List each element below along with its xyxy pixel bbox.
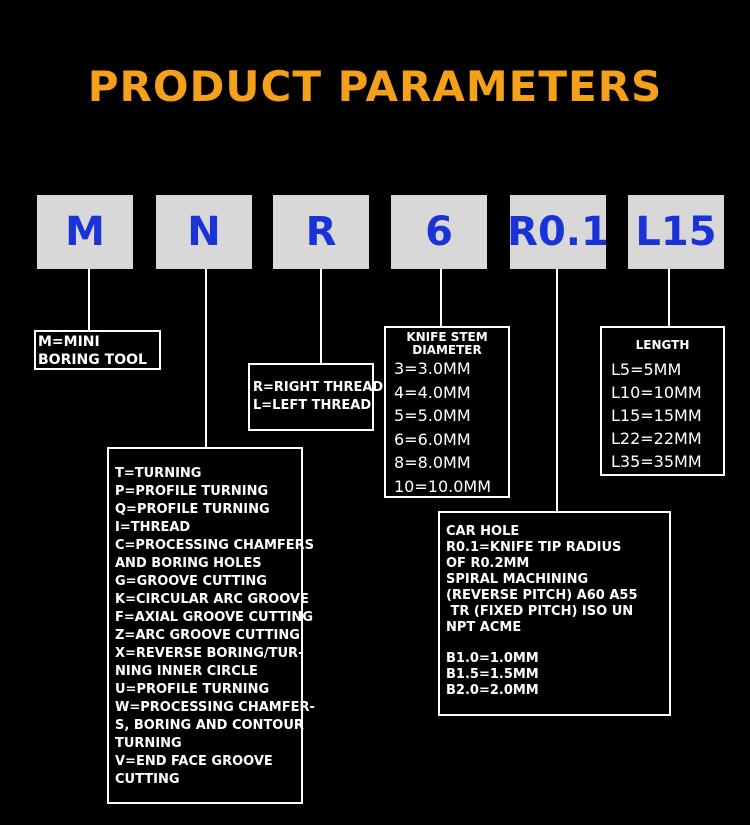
box-line: K=CIRCULAR ARC GROOVE — [115, 592, 309, 607]
length-box: LENGTH L5=5MM L10=10MM L15=15MM L22=22MM… — [600, 326, 725, 476]
length-item: L5=5MM — [611, 360, 682, 379]
diameter-item: 10=10.0MM — [394, 476, 491, 496]
box-line: NING INNER CIRCLE — [115, 664, 258, 679]
box-line: NPT ACME — [446, 620, 522, 635]
box-line: F=AXIAL GROOVE CUTTING — [115, 610, 313, 625]
box-line: G=GROOVE CUTTING — [115, 574, 267, 589]
length-heading: LENGTH — [635, 338, 690, 352]
box-line: X=REVERSE BORING/TUR- — [115, 646, 304, 661]
box-line: V=END FACE GROOVE — [115, 754, 273, 769]
box-line: TURNING — [115, 736, 182, 751]
box-line: Q=PROFILE TURNING — [115, 502, 270, 517]
connector-n — [205, 269, 207, 448]
page-title: PRODUCT PARAMETERS — [87, 62, 663, 111]
box-line: R=RIGHT THREAD — [253, 380, 384, 395]
box-line: OF R0.2MM — [446, 556, 530, 571]
tip-radius-box: CAR HOLE R0.1=KNIFE TIP RADIUS OF R0.2MM… — [438, 511, 671, 716]
code-tile-diameter: 6 — [391, 195, 487, 269]
knife-stem-diameter-box: KNIFE STEM DIAMETER 3=3.0MM 4=4.0MM 5=5.… — [384, 326, 510, 498]
diameter-item: 6=6.0MM — [394, 429, 471, 449]
box-line: B1.5=1.5MM — [446, 667, 539, 682]
box-line: T=TURNING — [115, 466, 202, 481]
box-line: L=LEFT THREAD — [253, 398, 372, 413]
diameter-heading: KNIFE STEM DIAMETER — [406, 330, 488, 357]
box-line: AND BORING HOLES — [115, 556, 262, 571]
length-item: L15=15MM — [611, 406, 702, 425]
connector-r — [320, 269, 322, 364]
code-tile-m: M — [37, 195, 133, 269]
diameter-item: 3=3.0MM — [394, 359, 471, 378]
length-item: L35=35MM — [611, 452, 702, 471]
length-item: L10=10MM — [611, 383, 702, 402]
box-line: M=MINI — [38, 334, 100, 350]
connector-m — [88, 269, 90, 331]
box-line: S, BORING AND CONTOUR — [115, 718, 304, 733]
box-line: CUTTING — [115, 772, 180, 787]
box-line: W=PROCESSING CHAMFER- — [115, 700, 315, 715]
box-line: R0.1=KNIFE TIP RADIUS — [446, 540, 622, 555]
connector-radius — [556, 269, 558, 512]
machining-type-box: T=TURNING P=PROFILE TURNING Q=PROFILE TU… — [107, 447, 315, 804]
diameter-item: 8=8.0MM — [394, 453, 471, 472]
connector-diameter — [440, 269, 442, 327]
code-tile-length: L15 — [628, 195, 724, 269]
box-line: TR (FIXED PITCH) ISO UN — [446, 604, 634, 619]
box-line: B1.0=1.0MM — [446, 651, 539, 666]
box-line: B2.0=2.0MM — [446, 683, 539, 698]
thread-direction-box: R=RIGHT THREAD L=LEFT THREAD — [248, 363, 384, 431]
length-item: L22=22MM — [611, 429, 702, 448]
box-line: CAR HOLE — [446, 524, 520, 539]
box-line: I=THREAD — [115, 520, 191, 535]
connector-length — [668, 269, 670, 327]
mini-boring-tool-box: M=MINI BORING TOOL — [34, 330, 161, 370]
box-line: P=PROFILE TURNING — [115, 484, 269, 499]
box-line: BORING TOOL — [38, 352, 147, 368]
code-tile-n: N — [156, 195, 252, 269]
diameter-item: 5=5.0MM — [394, 406, 471, 425]
box-line: (REVERSE PITCH) A60 A55 — [446, 588, 638, 603]
code-tile-radius: R0.1 — [507, 195, 609, 269]
box-line: C=PROCESSING CHAMFERS — [115, 538, 315, 553]
code-tile-r: R — [273, 195, 369, 269]
box-line: Z=ARC GROOVE CUTTING — [115, 628, 300, 643]
box-line: U=PROFILE TURNING — [115, 682, 270, 697]
diameter-item: 4=4.0MM — [394, 382, 471, 402]
box-line: SPIRAL MACHINING — [446, 572, 589, 587]
